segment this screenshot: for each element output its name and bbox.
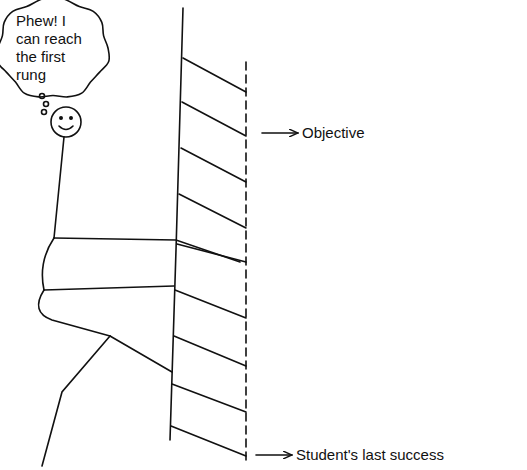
ladder-rung bbox=[183, 58, 246, 92]
thought-bubble: Phew! I can reach the first rung bbox=[4, 2, 102, 94]
arm bbox=[54, 238, 240, 262]
annotation-label: Objective bbox=[300, 124, 367, 141]
leg bbox=[42, 336, 110, 466]
body bbox=[39, 290, 110, 336]
cloud-outline-path bbox=[0, 0, 109, 97]
arm bbox=[44, 286, 174, 290]
leader-arrow bbox=[262, 132, 298, 134]
ladder-rung bbox=[174, 336, 246, 366]
smiley-head bbox=[51, 107, 81, 137]
ladder-rung bbox=[171, 426, 246, 456]
ladder-rung bbox=[181, 148, 246, 182]
ladder-rail bbox=[170, 8, 183, 440]
leg bbox=[110, 336, 172, 372]
eye bbox=[60, 117, 62, 119]
ladder-rung bbox=[175, 290, 246, 318]
body bbox=[42, 238, 54, 290]
thought-dot bbox=[44, 102, 49, 107]
neck bbox=[54, 137, 64, 238]
smile bbox=[59, 126, 73, 130]
ladder-rung bbox=[182, 102, 246, 136]
eye bbox=[70, 117, 72, 119]
thought-text: Phew! I can reach the first rung bbox=[16, 12, 90, 84]
ladder-rung bbox=[179, 194, 246, 228]
thought-dot bbox=[42, 110, 47, 115]
annotation-label: Student's last success bbox=[294, 446, 446, 463]
leader-arrow bbox=[256, 454, 292, 456]
ladder-rung bbox=[172, 384, 246, 412]
